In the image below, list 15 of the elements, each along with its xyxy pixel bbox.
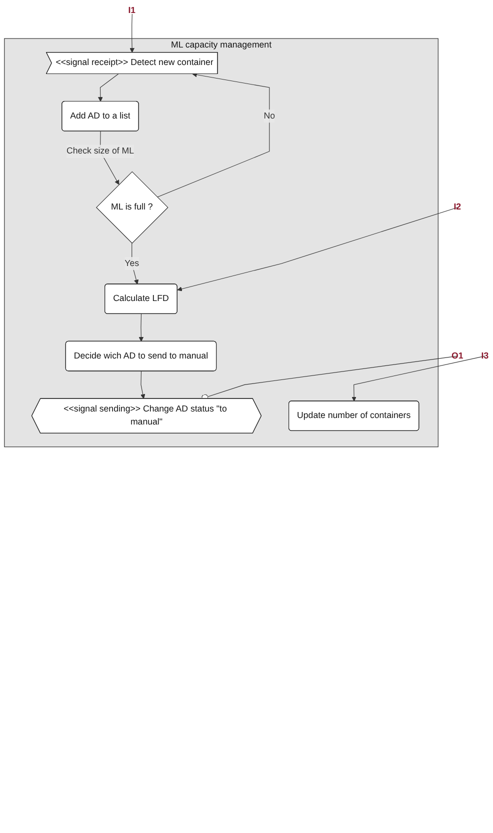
edge-label: Check size of ML xyxy=(66,146,134,156)
arrow xyxy=(177,207,458,292)
arrow xyxy=(140,370,146,399)
node-text: O1 xyxy=(452,351,464,360)
node-text: I1 xyxy=(128,6,136,16)
edge-label: No xyxy=(264,111,276,121)
arrow xyxy=(156,72,270,198)
node-text: I2 xyxy=(454,202,462,212)
node-diamond: ML is full ? xyxy=(96,171,168,244)
node-text: I3 xyxy=(481,351,489,360)
arrow xyxy=(130,14,134,53)
arrow xyxy=(138,314,144,342)
edge-label: Yes xyxy=(124,258,140,268)
arrow xyxy=(352,356,486,402)
arrow xyxy=(98,74,119,102)
